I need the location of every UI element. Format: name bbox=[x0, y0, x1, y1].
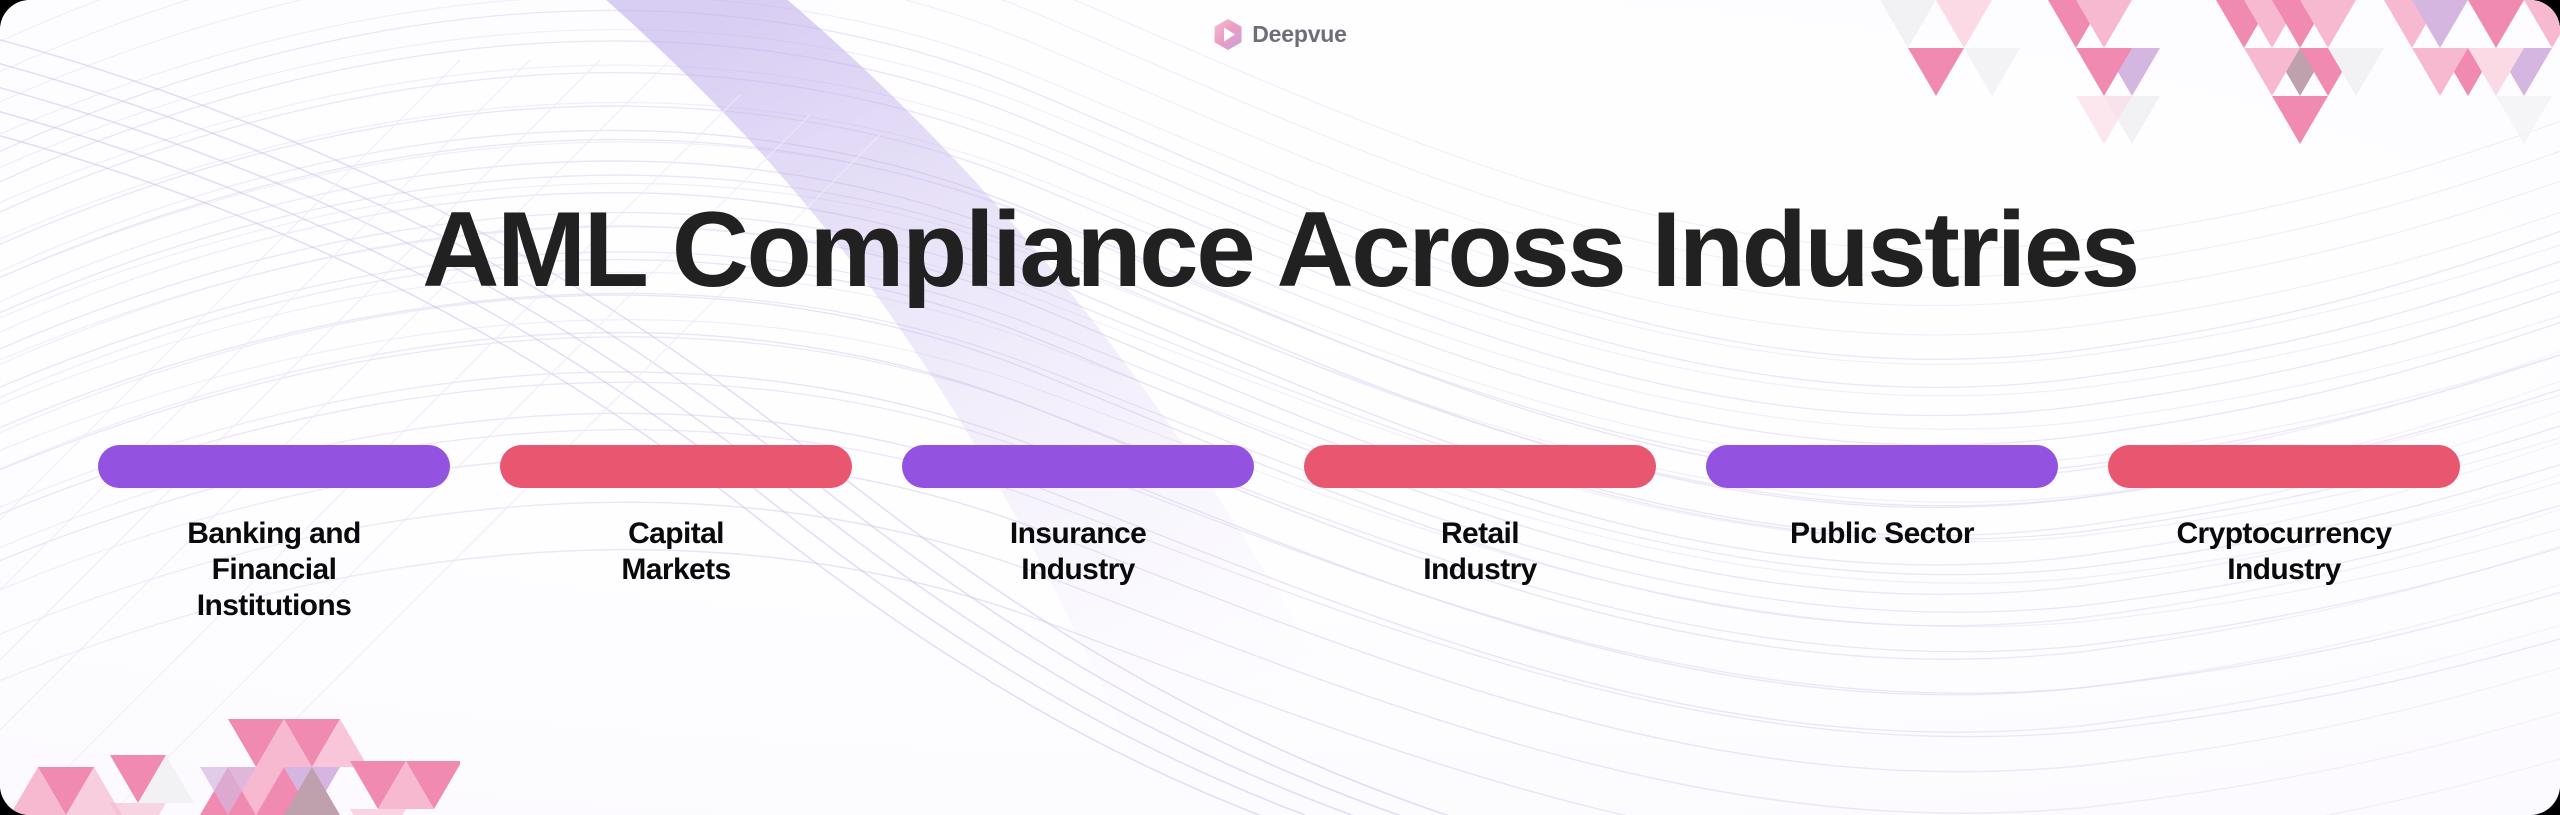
industry-item: Retail Industry bbox=[1304, 445, 1656, 624]
triangle-mosaic-bottom-left bbox=[0, 665, 460, 815]
industry-bar bbox=[500, 445, 852, 488]
industry-bar bbox=[902, 445, 1254, 488]
industry-label: Public Sector bbox=[1790, 517, 1975, 550]
industry-item: Capital Markets bbox=[500, 445, 852, 624]
industry-bar bbox=[2108, 445, 2460, 488]
industry-bar bbox=[98, 445, 450, 488]
brand-logo: Deepvue bbox=[0, 18, 2560, 51]
industry-item: Banking and Financial Institutions bbox=[98, 445, 450, 624]
industry-list: Banking and Financial Institutions Capita… bbox=[98, 445, 2462, 624]
industry-bar bbox=[1706, 445, 2058, 488]
industry-label: Banking and Financial Institutions bbox=[187, 517, 361, 622]
industry-item: Cryptocurrency Industry bbox=[2108, 445, 2460, 624]
brand-wordmark: Deepvue bbox=[1252, 21, 1347, 47]
industry-label: Capital Markets bbox=[621, 517, 731, 586]
hexagon-play-logo-icon bbox=[1213, 18, 1243, 51]
industry-label: Cryptocurrency Industry bbox=[2176, 517, 2392, 586]
industry-item: Insurance Industry bbox=[902, 445, 1254, 624]
industry-bar bbox=[1304, 445, 1656, 488]
industry-item: Public Sector bbox=[1706, 445, 2058, 624]
industry-label: Insurance Industry bbox=[1009, 517, 1147, 586]
page-title: AML Compliance Across Industries bbox=[422, 188, 2140, 309]
industry-label: Retail Industry bbox=[1423, 517, 1537, 586]
